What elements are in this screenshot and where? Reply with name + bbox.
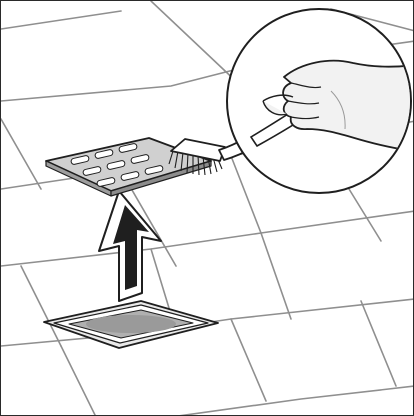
drain-basin-icon <box>44 301 218 348</box>
up-arrow-icon <box>99 191 161 301</box>
